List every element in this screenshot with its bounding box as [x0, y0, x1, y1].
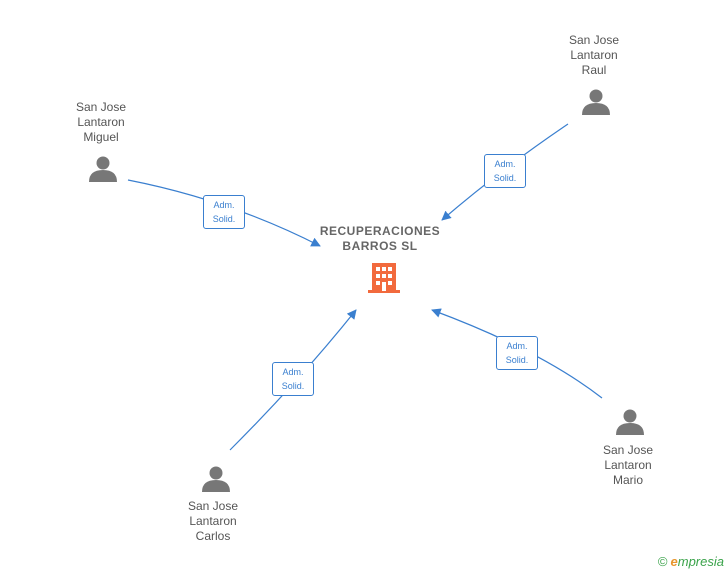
edge-badge-miguel[interactable]: Adm. Solid. [203, 195, 245, 229]
person-label-mario[interactable]: San Jose Lantaron Mario [568, 443, 688, 488]
person-name-line: Mario [612, 473, 643, 487]
building-icon [368, 263, 400, 293]
edge-badge-line: Solid. [212, 214, 236, 224]
edge-badge-line: Adm. [506, 341, 528, 351]
edge-badge-line: Solid. [493, 173, 517, 183]
brand-name: mpresia [677, 554, 724, 569]
person-name-line: San Jose [75, 100, 127, 114]
company-name[interactable]: RECUPERACIONES BARROS SL [290, 224, 470, 254]
edge-badge-line: Adm. [213, 200, 235, 210]
brand-initial: e [670, 554, 678, 569]
brand-footer[interactable]: ©empresia [658, 554, 724, 569]
person-icon [89, 156, 117, 182]
person-name-line: Lantaron [189, 514, 237, 528]
person-name-line: San Jose [187, 499, 239, 513]
edge-badge-mario[interactable]: Adm. Solid. [496, 336, 538, 370]
person-name-line: Lantaron [570, 48, 618, 62]
edge-badge-line: Solid. [505, 355, 529, 365]
company-name-line1: RECUPERACIONES [319, 224, 441, 238]
person-label-carlos[interactable]: San Jose Lantaron Carlos [153, 499, 273, 544]
person-icon [616, 409, 644, 435]
person-icon [202, 466, 230, 492]
edge-badge-line: Adm. [494, 159, 516, 169]
edge-badge-raul[interactable]: Adm. Solid. [484, 154, 526, 188]
person-name-line: San Jose [602, 443, 654, 457]
edge-badge-carlos[interactable]: Adm. Solid. [272, 362, 314, 396]
edge-badge-line: Adm. [282, 367, 304, 377]
edge-badge-line: Solid. [281, 381, 305, 391]
copyright-icon: © [657, 554, 668, 569]
person-icon [582, 89, 610, 115]
person-label-raul[interactable]: San Jose Lantaron Raul [534, 33, 654, 78]
person-name-line: Carlos [195, 529, 231, 543]
person-name-line: Raul [581, 63, 607, 77]
company-name-line2: BARROS SL [342, 239, 418, 253]
person-name-line: San Jose [568, 33, 620, 47]
person-name-line: Lantaron [604, 458, 652, 472]
person-label-miguel[interactable]: San Jose Lantaron Miguel [41, 100, 161, 145]
person-name-line: Lantaron [77, 115, 125, 129]
person-name-line: Miguel [83, 130, 119, 144]
